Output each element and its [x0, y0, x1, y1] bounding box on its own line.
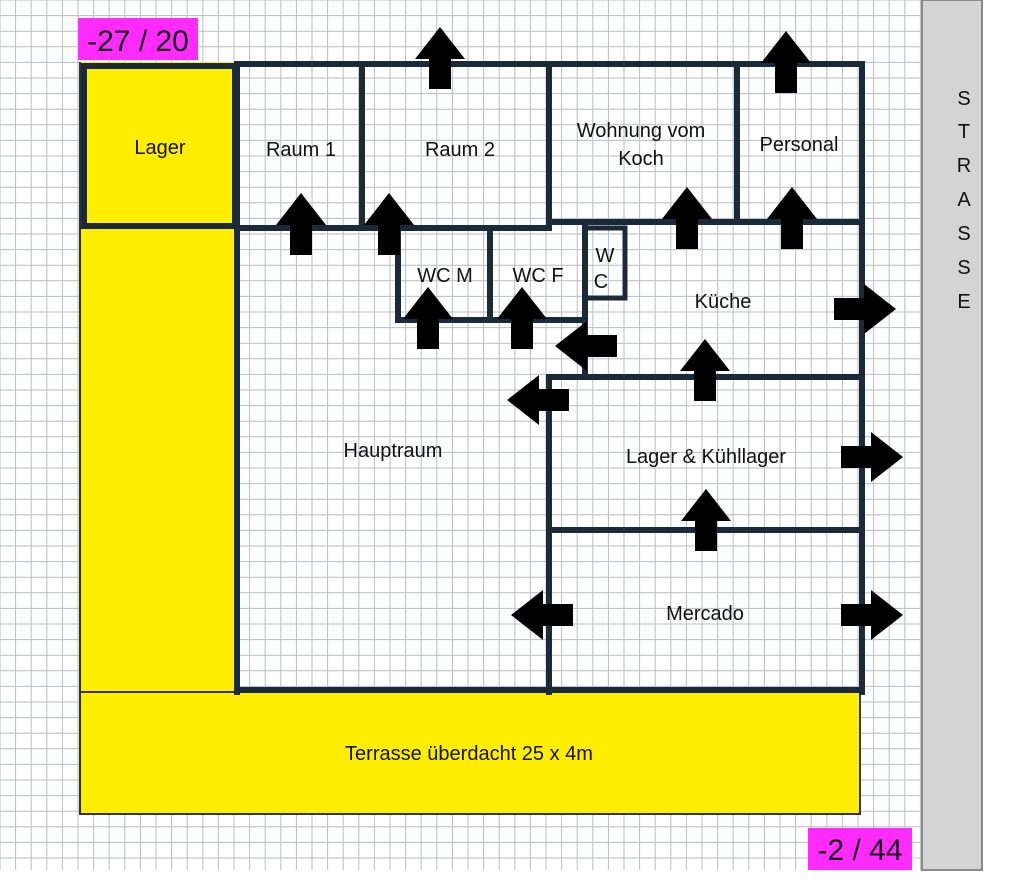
room-label-kueche: Küche: [695, 291, 752, 313]
arrow-left-icon: [555, 321, 617, 371]
room-label-hauptraum: Hauptraum: [344, 440, 443, 462]
street-letter: S: [957, 88, 970, 110]
room-label-wc-small-1: W: [596, 245, 615, 267]
room-label-wc-m: WC M: [417, 265, 473, 287]
street-letter: R: [957, 155, 971, 177]
coord-badge-bg: [78, 18, 198, 60]
street-letter: E: [957, 291, 970, 313]
arrow-left-icon: [511, 590, 573, 640]
room-label-lager: Lager: [134, 137, 185, 159]
room-label-lager-kuehllager: Lager & Kühllager: [626, 446, 786, 468]
room-label-wohnung-2: Koch: [618, 148, 664, 170]
room-label-terrasse: Terrasse überdacht 25 x 4m: [345, 743, 593, 765]
room-label-wc-small-2: C: [594, 271, 608, 293]
street-letter: T: [958, 121, 970, 143]
coord-badge-bg: [808, 828, 912, 870]
lager-area: [80, 62, 237, 697]
room-label-raum1: Raum 1: [266, 139, 336, 161]
arrow-up-icon: [497, 287, 547, 349]
wall-small-wc: [582, 225, 628, 301]
coord-top-left: -27 / 20: [78, 18, 198, 60]
room-label-mercado: Mercado: [666, 603, 744, 625]
arrow-up-icon: [662, 187, 712, 249]
arrow-up-icon: [680, 339, 730, 401]
arrow-up-icon: [364, 193, 414, 255]
room-labels: Lager Raum 1 Raum 2 Wohnung vom Koch Per…: [134, 120, 838, 765]
arrow-up-icon: [403, 287, 453, 349]
room-label-raum2: Raum 2: [425, 139, 495, 161]
room-label-personal: Personal: [760, 134, 839, 156]
arrow-right-icon: [834, 284, 896, 334]
street-letter: S: [957, 223, 970, 245]
arrow-up-icon: [681, 489, 731, 551]
arrows: [276, 27, 903, 640]
arrow-up-icon: [276, 193, 326, 255]
arrow-right-icon: [841, 590, 903, 640]
street-strip: [921, 0, 983, 871]
room-label-wohnung: Wohnung vom: [577, 120, 706, 142]
room-label-wc-f: WC F: [512, 265, 563, 287]
street-letter: A: [957, 189, 971, 211]
street-label: S T R A S S E: [957, 88, 972, 313]
arrow-up-icon: [761, 31, 811, 93]
street-letter: S: [957, 257, 970, 279]
arrow-up-icon: [415, 27, 465, 89]
arrow-left-icon: [507, 375, 569, 425]
walls: [81, 61, 865, 695]
coord-bottom-right: -2 / 44: [808, 828, 912, 870]
coord-bottom-right-text: -2 / 44: [817, 834, 902, 867]
arrow-right-icon: [841, 432, 903, 482]
coord-top-left-text: -27 / 20: [87, 25, 189, 58]
arrow-up-icon: [767, 187, 817, 249]
